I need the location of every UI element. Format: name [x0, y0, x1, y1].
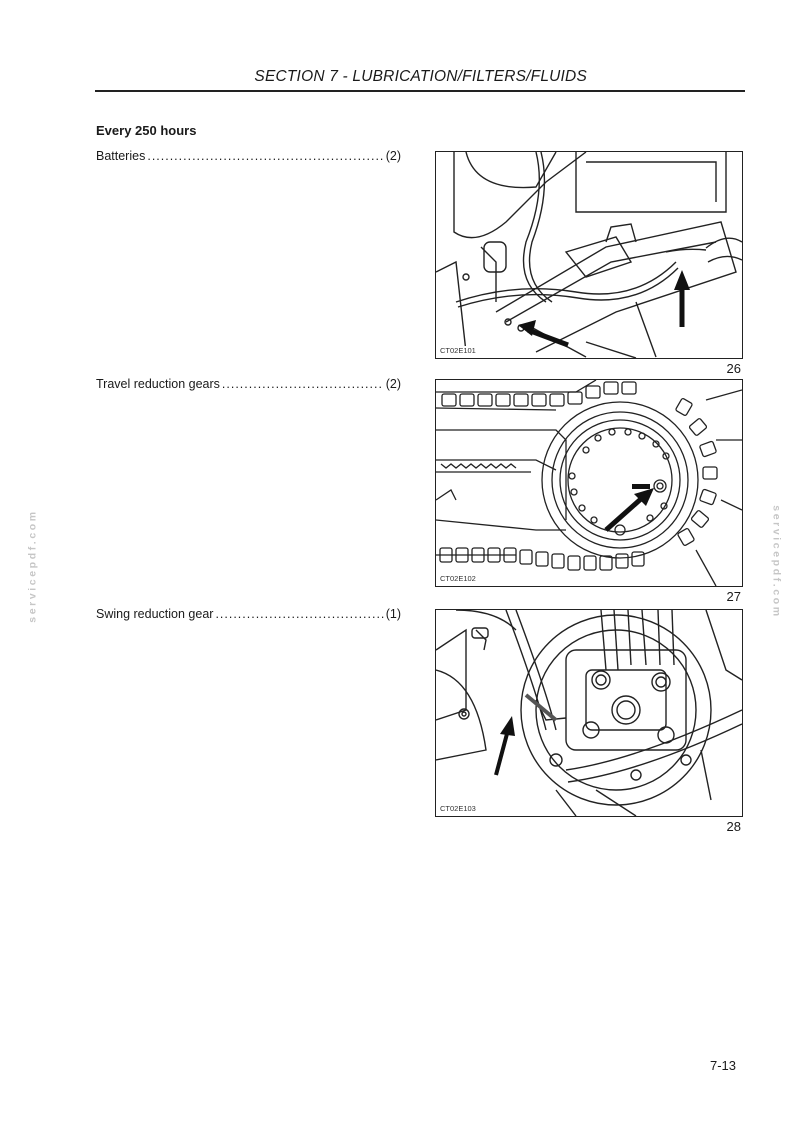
track-drive-gear-illustration	[436, 380, 742, 586]
figure-27: CT02E102	[435, 379, 743, 587]
entry-quantity: (2)	[385, 149, 401, 163]
page-number: 7-13	[709, 1058, 736, 1073]
battery-compartment-illustration	[436, 152, 742, 358]
figure-code: CT02E101	[439, 346, 477, 355]
section-header: SECTION 7 - LUBRICATION/FILTERS/FLUIDS	[95, 68, 745, 92]
figure-number: 27	[726, 589, 741, 604]
interval-heading: Every 250 hours	[96, 123, 197, 138]
entry-label: Batteries	[96, 149, 146, 163]
figure-number: 26	[726, 361, 741, 376]
section-title: SECTION 7 - LUBRICATION/FILTERS/FLUIDS	[254, 68, 587, 85]
figure-code: CT02E103	[439, 804, 477, 813]
entry-travel-reduction-gears: Travel reduction gears (2)	[96, 377, 401, 391]
entry-swing-reduction-gear: Swing reduction gear (1)	[96, 607, 401, 621]
figure-number: 28	[726, 819, 741, 834]
entry-batteries: Batteries (2)	[96, 149, 401, 163]
swing-motor-illustration	[436, 610, 742, 816]
entry-quantity: (2)	[385, 377, 401, 391]
figure-code: CT02E102	[439, 574, 477, 583]
leader-dots	[215, 607, 383, 621]
watermark-right: servicepdf.com	[770, 505, 783, 619]
entry-label: Swing reduction gear	[96, 607, 214, 621]
leader-dots	[147, 149, 383, 163]
figure-28: CT02E103	[435, 609, 743, 817]
watermark-left: servicepdf.com	[26, 509, 39, 623]
leader-dots	[222, 377, 384, 391]
entry-label: Travel reduction gears	[96, 377, 220, 391]
figure-26: CT02E101	[435, 151, 743, 359]
entry-quantity: (1)	[385, 607, 401, 621]
